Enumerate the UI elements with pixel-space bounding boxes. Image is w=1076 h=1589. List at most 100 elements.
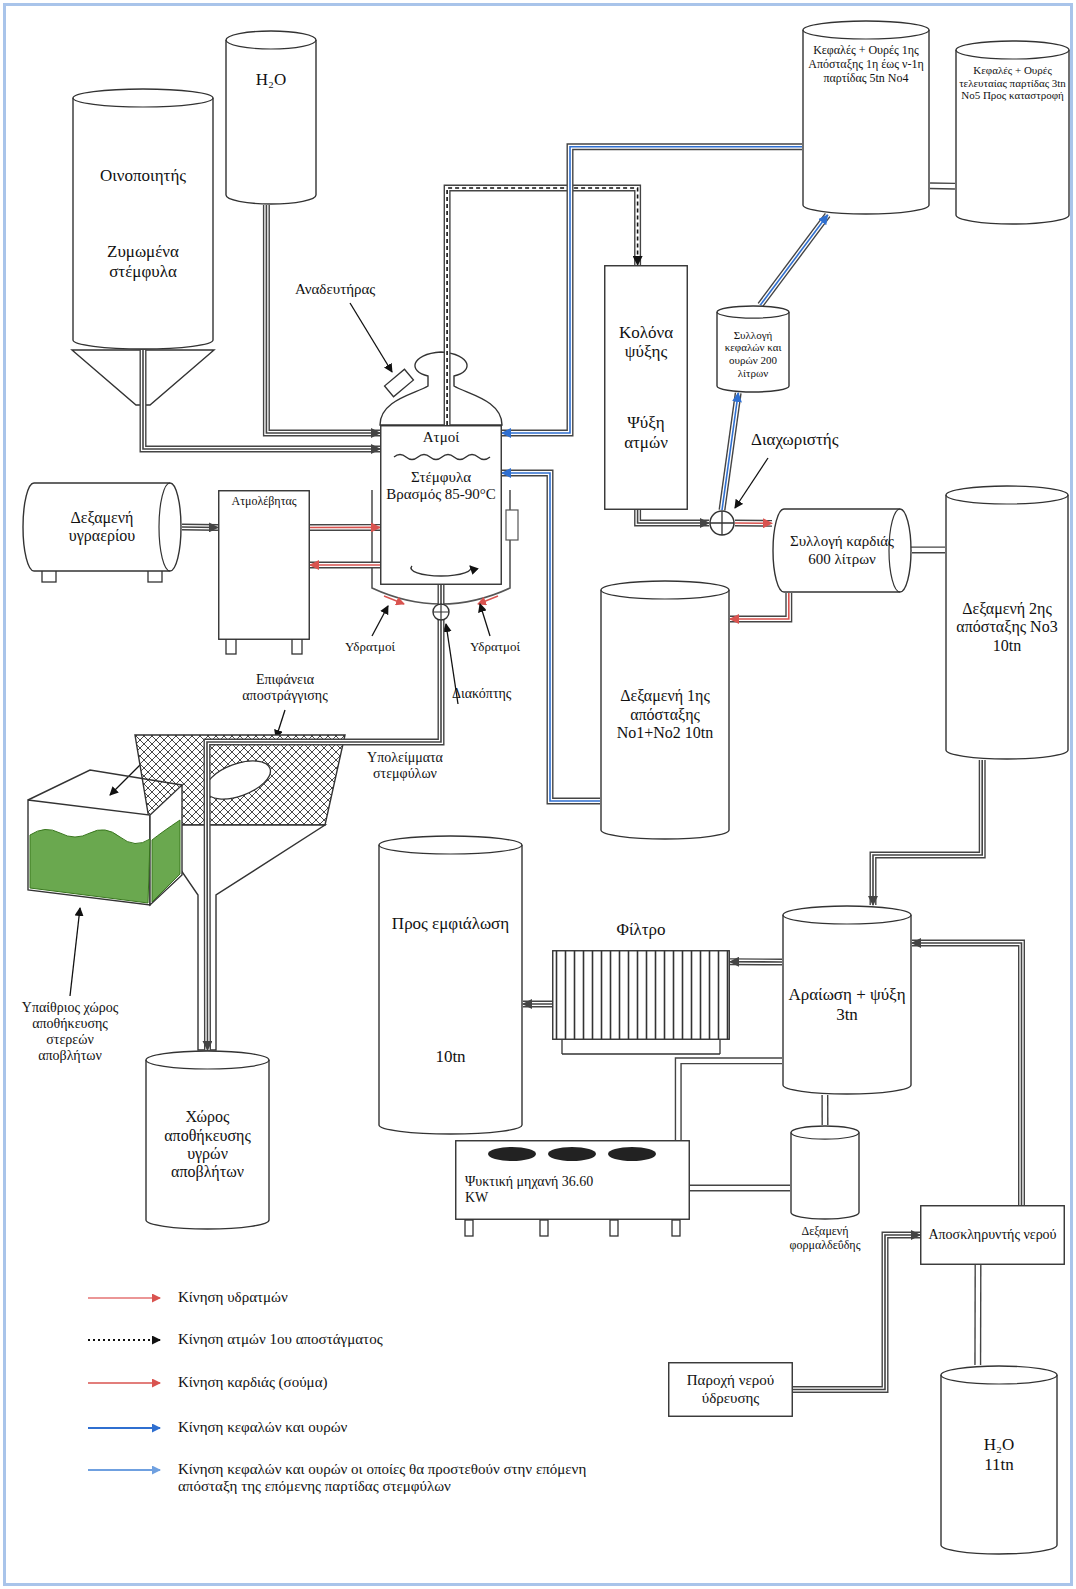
node-label: Χώρος αποθήκευσης υγρών αποβλήτων (149, 1108, 266, 1182)
pipe-bore (310, 525, 380, 529)
legend-entry: Κίνηση καρδιάς (σούμα) (178, 1374, 578, 1391)
node-label: Κεφαλές + Ουρές τελευταίας παρτίδας 3tn … (959, 64, 1066, 102)
tank-body (773, 509, 911, 592)
legend-entry: Κίνηση υδρατμών (178, 1289, 578, 1306)
gas-tank: Δεξαμενή υγραερίου (22, 482, 182, 572)
drawing-polygon (150, 785, 182, 905)
water-softener: Αποσκληρυντής νερού (920, 1205, 1065, 1265)
tank-body (783, 906, 911, 1094)
node-outline (552, 950, 730, 1040)
pipe-connector (930, 185, 955, 186)
tank-rim (791, 1133, 859, 1140)
tank-rim (717, 312, 789, 318)
pipe-wall (502, 473, 600, 801)
box-outline (381, 426, 502, 585)
pipe-wall (638, 510, 709, 523)
flow-line (638, 510, 709, 523)
callout-label: Υπολείμματα στεμφύλων (350, 750, 460, 782)
pipe-bore (678, 1061, 782, 1140)
flow-line (523, 1003, 552, 1005)
pipe-connector (760, 215, 827, 305)
pipe-wall (722, 393, 738, 510)
pipe-bore (873, 760, 982, 905)
tank-body (941, 1366, 1057, 1554)
flow-line (730, 961, 782, 963)
node-label: Δεξαμενή φορμαλδεΰδης (775, 1225, 875, 1253)
callout-label: Υδρατμοί (345, 640, 415, 655)
node-label: Συλλογή καρδιάς 600 λίτρων (788, 533, 896, 568)
flow-line (912, 549, 945, 551)
node-label: Κολόνα ψύξης (608, 323, 684, 362)
tank-body (23, 483, 181, 571)
drawing-line (480, 604, 490, 636)
pipe-wall (873, 760, 982, 905)
flow-line (722, 393, 738, 510)
pipe-wall (912, 546, 945, 554)
pipe-connector (730, 961, 782, 962)
chiller-fans (488, 1147, 656, 1161)
pipe-connector (266, 205, 380, 433)
drawing-line (88, 1382, 160, 1384)
flow-line (678, 1061, 782, 1140)
waste-tank: Χώρος αποθήκευσης υγρών αποβλήτων (145, 1050, 270, 1230)
tank-rim (941, 1375, 1057, 1384)
tank-rim (956, 50, 1069, 59)
tank-body (946, 486, 1068, 759)
tank-body (717, 306, 789, 392)
pipe-wall (690, 1184, 790, 1191)
box-outline (921, 1206, 1065, 1265)
pipe-connector (182, 527, 218, 529)
steam-boiler: Ατμολέβητας (218, 490, 310, 640)
pipe-bore (793, 1235, 920, 1390)
node-label: Στέμφυλα Βρασμός 85-90°C (386, 469, 496, 504)
node-label: Ψυκτική μηχανή 36.60 KW (465, 1174, 615, 1206)
water-supply: Παροχή νερού ύδρευσης (668, 1362, 793, 1417)
formaldehyde-tank: Δεξαμενή φορμαλδεΰδης (790, 1125, 860, 1220)
drawing-line (719, 1040, 720, 1054)
vapour-waves (394, 455, 490, 460)
tank-rim (73, 98, 213, 107)
drawing-line (478, 596, 498, 604)
box-outline (669, 1363, 793, 1417)
node-label: Δεξαμενή 1ης απόσταξης No1+No2 10tn (604, 687, 726, 742)
legend-entry: Κίνηση κεφαλών και ουρών (178, 1419, 578, 1436)
pipe-connector (730, 593, 789, 619)
pipe-connector (912, 549, 945, 551)
node-label: Δεξαμενή υγραερίου (38, 509, 166, 546)
node-outline (709, 510, 735, 536)
heads-tails-tank: Κεφαλές + Ουρές 1ης Απόσταξης 1η έως ν-1… (802, 20, 930, 215)
flow-line (735, 522, 772, 524)
node-label: Κεφαλές + Ουρές 1ης Απόσταξης 1η έως ν-1… (806, 44, 926, 85)
pipe-wall (310, 562, 380, 569)
pipe-wall (266, 205, 380, 433)
node-outline (604, 265, 688, 510)
collector-tank: Συλλογή κεφαλών και ουρών 200 λίτρων (716, 305, 790, 393)
node-outline (218, 490, 310, 640)
node-label: H₂O (256, 70, 286, 90)
drawing-line (88, 1427, 160, 1429)
box-outline (605, 266, 688, 510)
separator-valve: Διαχωριστής (709, 510, 735, 536)
drawing-path (28, 770, 182, 800)
node-label: Διαχωριστής (751, 430, 871, 450)
pipe-connector (735, 523, 772, 524)
tank-body (601, 581, 729, 839)
drawing-line (384, 596, 404, 604)
box-outline (553, 951, 730, 1040)
collector-tank: Συλλογή καρδιάς 600 λίτρων (772, 508, 912, 593)
pipe-connector (722, 393, 738, 510)
pipe-bore (912, 548, 945, 553)
drawing-ellipse (548, 1147, 596, 1161)
tank-rim (146, 1060, 269, 1069)
pipe-wall (974, 1265, 981, 1365)
flow-line (182, 526, 218, 528)
valve-cross (710, 511, 734, 535)
pipe-bore (760, 215, 827, 305)
node-label: Αραίωση + ψύξη 3tn (786, 985, 908, 1024)
drain-valve (433, 604, 449, 620)
agitator-motor (385, 369, 414, 396)
node-label: Ζυμωμένα στέμφυλα (76, 242, 210, 281)
pipe-bore (266, 205, 380, 433)
drawing-path (380, 352, 502, 425)
